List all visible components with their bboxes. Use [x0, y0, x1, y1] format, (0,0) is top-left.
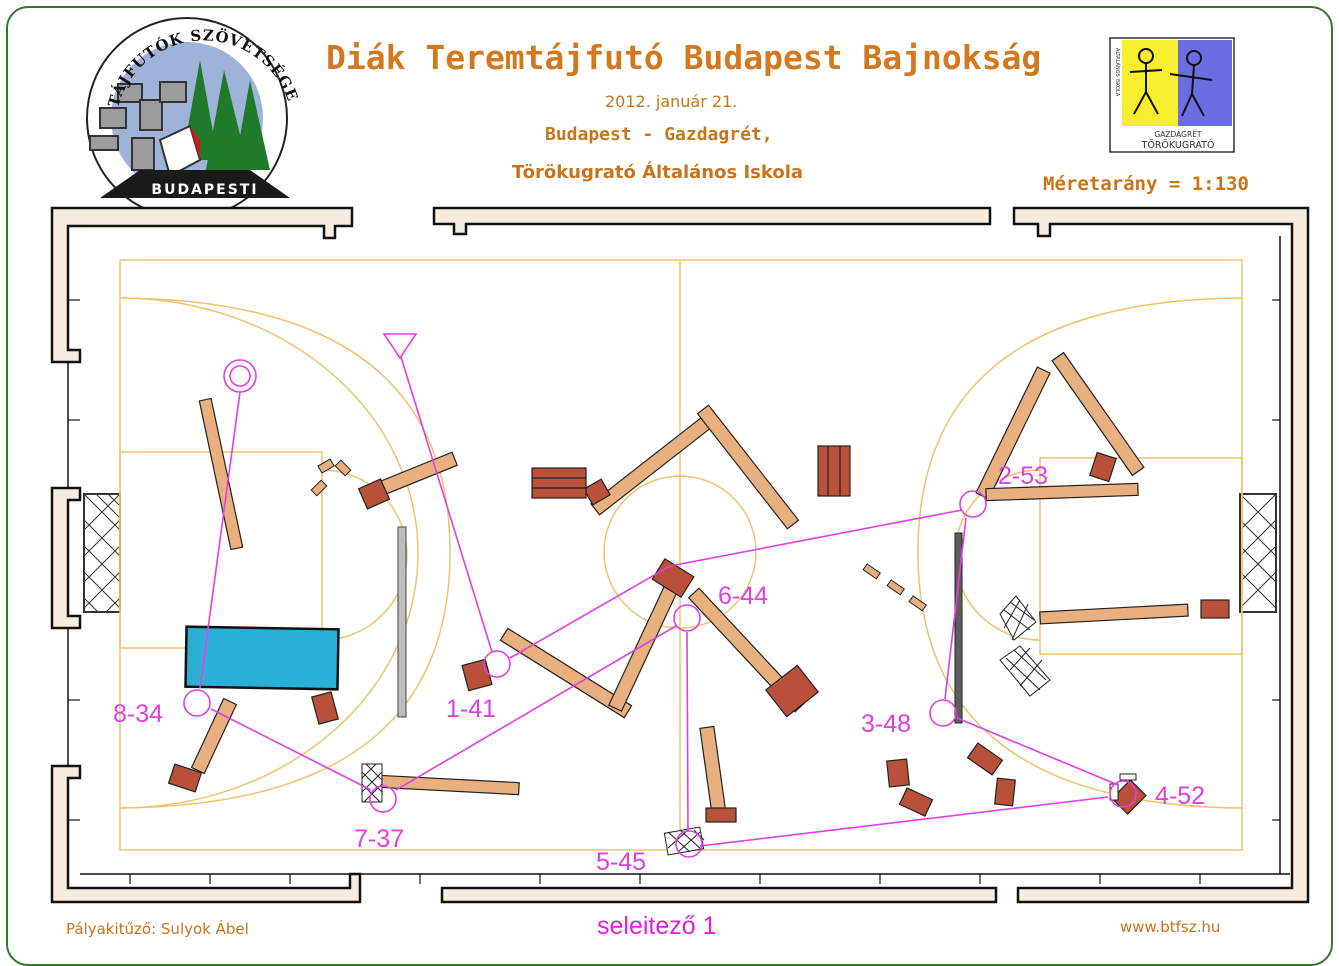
control-label-7: 7-37: [354, 825, 405, 853]
orienteering-map: BUDAPESTI TÁJFUTÓK SZÖVETSÉGE GAZDAGRÉT …: [50, 17, 1310, 904]
map-scale: Méretarány = 1:130: [1043, 173, 1249, 195]
divider-right: [954, 532, 963, 724]
control-circle-6: [673, 604, 701, 632]
school-logo: GAZDAGRÉT TÖRÖKUGRATÓ ÁLTALÁNOS ISKOLA: [1109, 37, 1235, 153]
btfsz-logo: BUDAPESTI TÁJFUTÓK SZÖVETSÉGE: [86, 17, 301, 219]
start-triangle: [382, 333, 418, 360]
control-circle-7: [369, 785, 397, 813]
blue-table: [184, 625, 340, 691]
control-label-4: 4-52: [1155, 782, 1206, 810]
goals: [83, 493, 1277, 613]
control-circle-2: [959, 490, 987, 518]
wall-lines: [67, 236, 1290, 875]
finish-circle-inner: [229, 365, 251, 387]
school-logo-side-text: ÁLTALÁNOS ISKOLA: [1114, 48, 1121, 97]
event-date: 2012. január 21.: [605, 92, 738, 111]
website-link[interactable]: www.btfsz.hu: [1120, 918, 1221, 936]
course-overprint: [183, 333, 1137, 858]
control-label-1: 1-41: [446, 695, 497, 723]
finish-circle-outer: [223, 359, 257, 393]
small-pieces: [310, 458, 927, 612]
school-logo-text-bottom: TÖRÖKUGRATÓ: [1141, 139, 1215, 151]
wall-ticks: [68, 299, 1280, 884]
school-logo-text-top: GAZDAGRÉT: [1154, 130, 1201, 139]
event-location-city: Budapest - Gazdagrét,: [545, 124, 773, 145]
course-setter: Pályakitűző: Sulyok Ábel: [66, 920, 249, 938]
logo-banner-text: BUDAPESTI: [151, 182, 258, 198]
course-name: seleitező 1: [597, 912, 717, 940]
court-lines: [119, 259, 1243, 851]
page-title: Diák Teremtájfutó Budapest Bajnokság: [326, 38, 1042, 77]
divider-left: [397, 526, 407, 718]
event-location-venue: Törökugrató Általános Iskola: [512, 162, 804, 183]
control-label-5: 5-45: [596, 848, 647, 876]
hall-walls: [50, 206, 1310, 904]
control-label-2: 2-53: [998, 462, 1049, 490]
control-label-3: 3-48: [861, 710, 912, 738]
control-label-8: 8-34: [113, 700, 164, 728]
control-circle-3: [929, 699, 957, 727]
control-circle-4: [1109, 780, 1137, 808]
control-circle-5: [675, 830, 703, 858]
control-label-6: 6-44: [718, 582, 769, 610]
control-circle-8: [183, 689, 211, 717]
hatched-mats: [361, 595, 1137, 856]
control-circle-1: [483, 650, 511, 678]
benches: [190, 351, 1189, 817]
